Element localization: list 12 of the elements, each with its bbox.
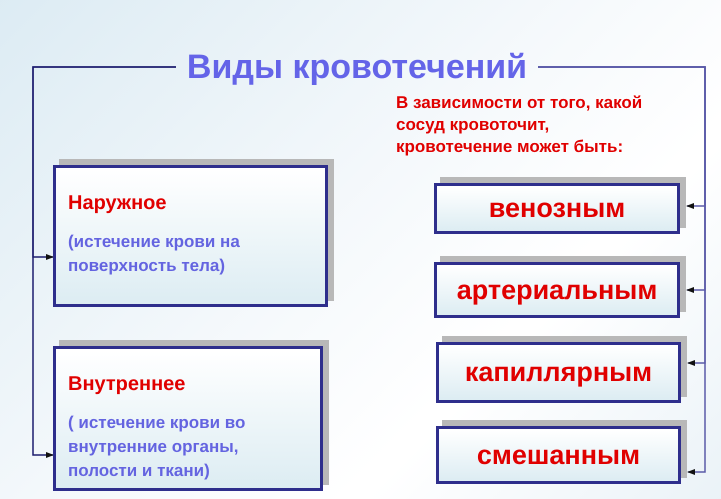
- box-title: артериальным: [456, 274, 658, 307]
- title-heading: Виды кровотечений: [176, 46, 538, 88]
- box-title: венозным: [488, 192, 626, 226]
- box-title: смешанным: [476, 438, 640, 472]
- box-title: Наружное: [68, 191, 168, 216]
- box-description: (истечение крови на поверхность тела): [68, 231, 241, 277]
- box-title: Внутреннее: [68, 372, 186, 397]
- box-description: ( истечение крови во внутренние органы, полости и ткани): [68, 412, 246, 482]
- connector-arrow: [538, 66, 706, 475]
- intro-note: В зависимости от того, какой сосуд кровоточит, кровотечение может быть:: [396, 92, 644, 158]
- connector-arrow: [32, 66, 176, 458]
- box-title: капиллярным: [464, 356, 652, 390]
